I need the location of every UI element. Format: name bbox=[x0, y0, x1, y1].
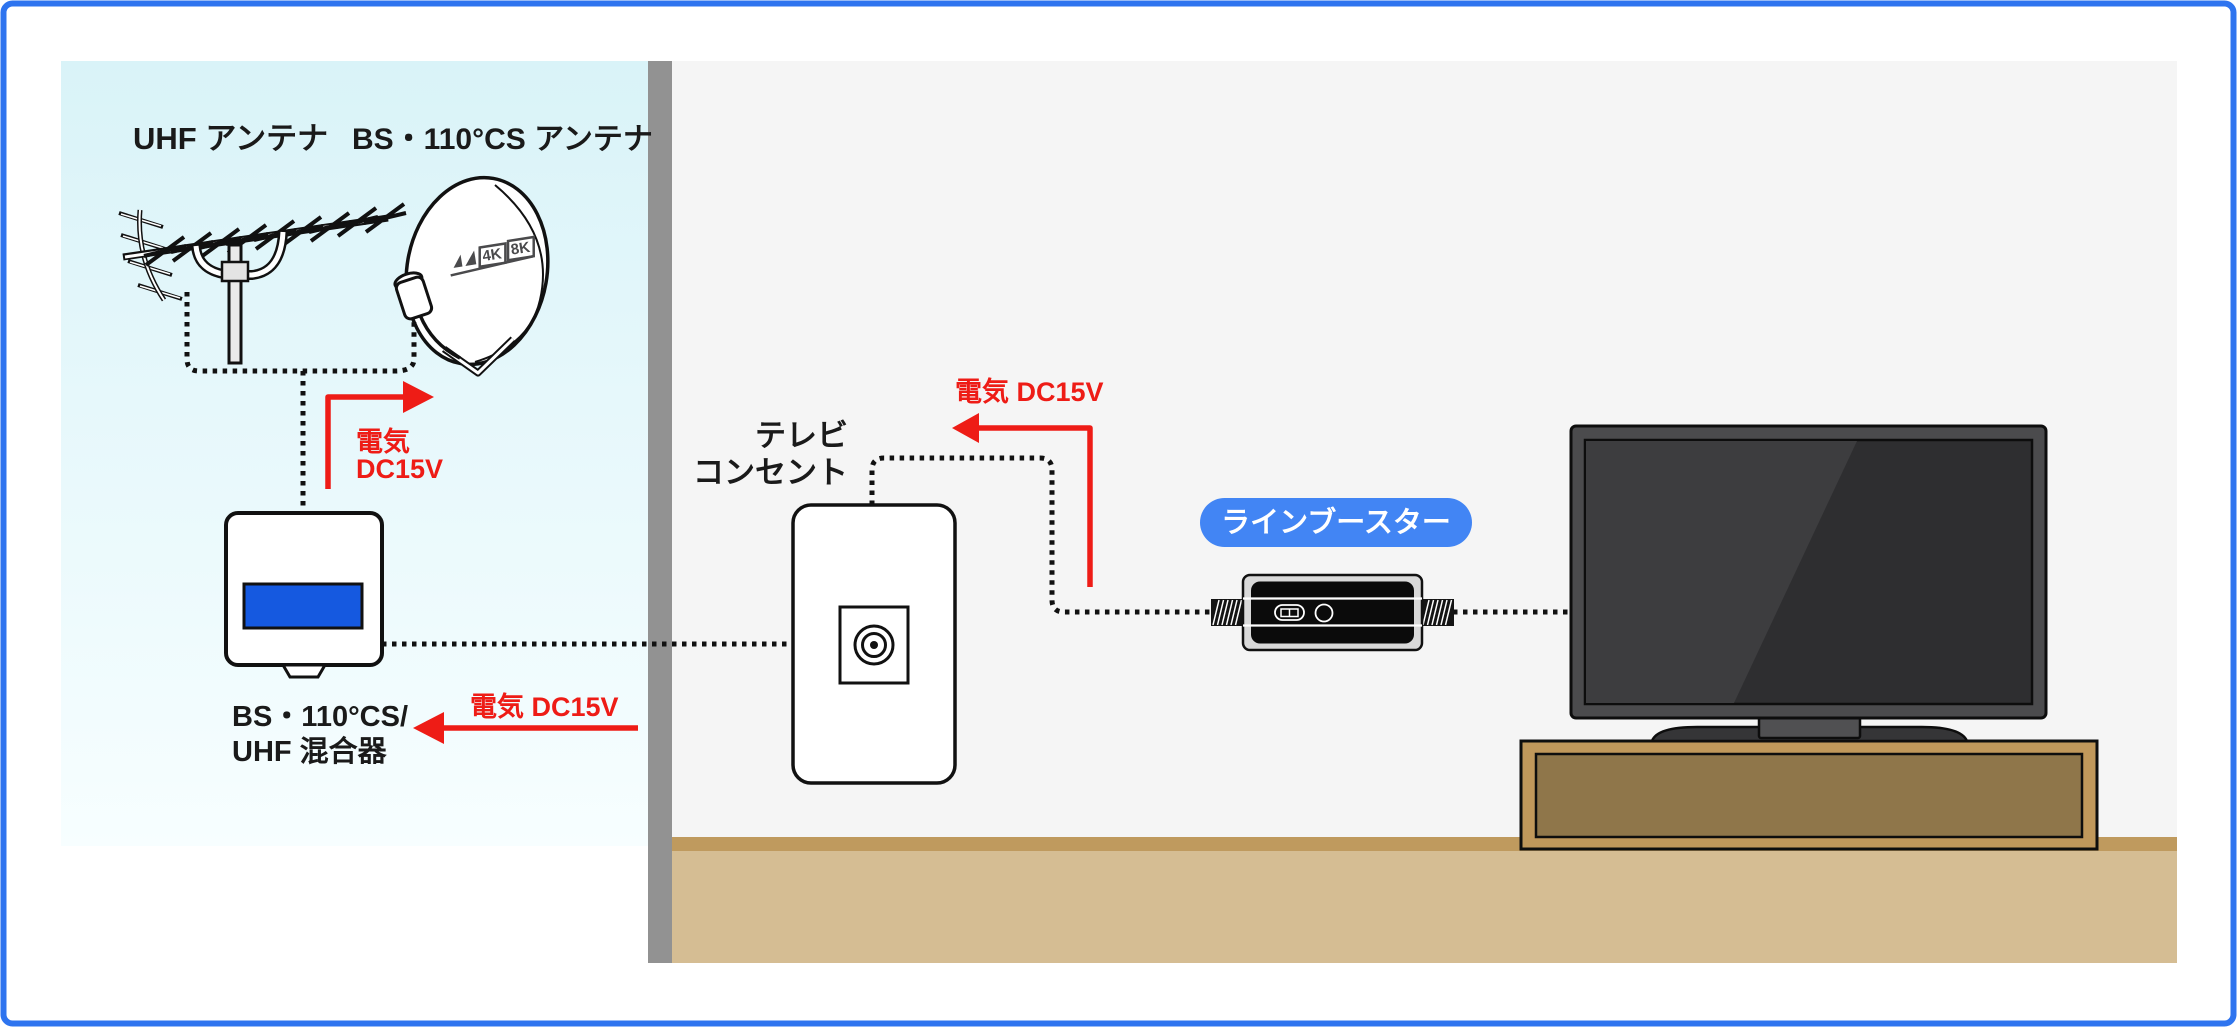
dish-badge-8k: 8K bbox=[510, 239, 532, 259]
tv-cabinet-illustration bbox=[1519, 739, 2099, 851]
cable-antennas-to-junction bbox=[184, 292, 417, 374]
mixer-label-line1: BS・110°CS/ bbox=[232, 701, 408, 733]
mixer-tab bbox=[280, 663, 328, 679]
partition-wall bbox=[648, 61, 672, 963]
booster-left-connector bbox=[1211, 599, 1244, 626]
booster-indicator-icon bbox=[1274, 604, 1305, 621]
mast-clamp bbox=[220, 260, 250, 283]
dish-badge-4k: 4K bbox=[481, 245, 503, 265]
dish-lnb bbox=[393, 271, 434, 321]
bs-cs-antenna-label: BS・110°CS アンテナ bbox=[352, 123, 653, 156]
booster-pill bbox=[1200, 498, 1472, 547]
mixer-illustration bbox=[224, 511, 384, 679]
tv-illustration bbox=[1569, 424, 2048, 743]
mixer-blue-panel bbox=[242, 582, 364, 630]
cable-outlet-to-booster bbox=[869, 455, 1211, 615]
booster-label: ラインブースター bbox=[1221, 505, 1451, 539]
power-arrow-outlet-feed: 電気 DC15V bbox=[952, 376, 1104, 587]
booster-right-connector bbox=[1421, 599, 1454, 626]
booster-led-icon bbox=[1314, 603, 1334, 623]
floor bbox=[672, 851, 2177, 963]
power-arrow-mixer-feed: 電気 DC15V bbox=[413, 691, 638, 744]
mixer-label-line2: UHF 混合器 bbox=[232, 735, 388, 768]
outlet-coax-pin bbox=[870, 641, 878, 649]
bs-cs-dish-illustration: 4K 8K bbox=[393, 175, 550, 377]
dish-4k8k-logo: 4K 8K bbox=[450, 235, 535, 277]
power-label-outlet-feed: 電気 DC15V bbox=[955, 376, 1104, 407]
tv-outlet-illustration bbox=[791, 503, 957, 785]
outlet-label-line2: コンセント bbox=[693, 455, 848, 490]
power-label-electric: 電気 bbox=[356, 426, 410, 457]
uhf-antenna-illustration bbox=[118, 202, 407, 365]
outdoor-area bbox=[61, 61, 648, 846]
power-arrow-antenna-feed: 電気 DC15V bbox=[325, 381, 443, 489]
tv-screen-reflection bbox=[1586, 441, 1857, 703]
outlet-label-line1: テレビ bbox=[755, 418, 848, 453]
line-booster-illustration bbox=[1211, 573, 1454, 652]
power-label-mixer-feed: 電気 DC15V bbox=[470, 691, 619, 722]
uhf-antenna-label: UHF アンテナ bbox=[133, 121, 328, 156]
power-label-voltage: DC15V bbox=[356, 454, 443, 484]
